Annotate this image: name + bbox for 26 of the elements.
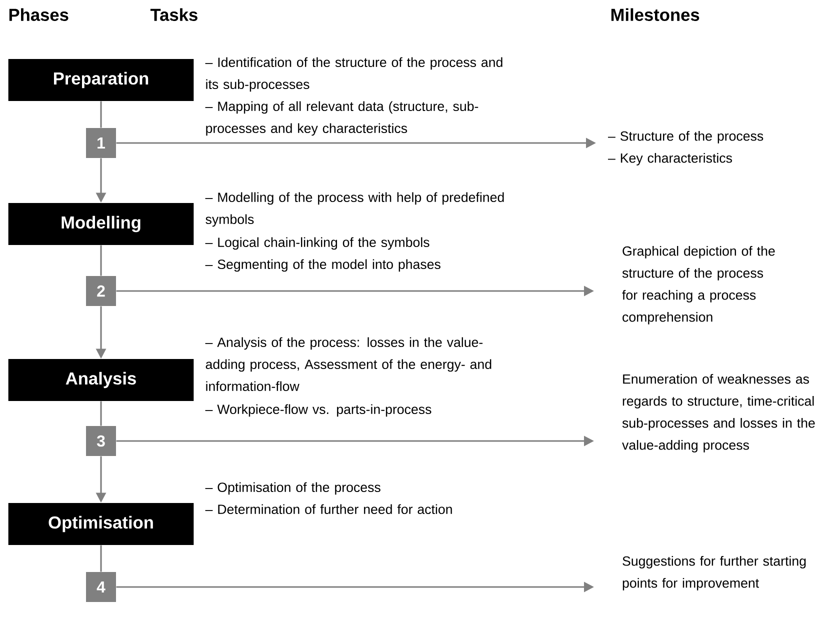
phase-box: Analysis: [8, 359, 194, 401]
milestone-text: – Structure of the process – Key characteristics: [608, 131, 764, 166]
connector-line: [100, 545, 102, 572]
phase-box: Optimisation: [8, 503, 194, 545]
task-text: – Logical chain-linking of the symbols: [205, 237, 430, 250]
connector-line: [100, 245, 102, 276]
task-text: – Segmenting of the model into phases: [205, 259, 440, 272]
milestone-text: Enumeration of weaknesses as regards to structure, time-critical sub-processes and losses in the value-adding process: [622, 374, 815, 452]
milestone-text: Graphical depiction of the structure of the process for reaching a process comprehension: [622, 246, 775, 324]
step-number-box: 3: [86, 426, 116, 456]
step-number-box: 1: [86, 128, 116, 158]
milestone-text: Suggestions for further starting points for improvement: [622, 556, 806, 590]
task-text: – Mapping of all relevant data (structure, sub-processes and key characteristics: [205, 101, 478, 136]
column-header: Milestones: [611, 8, 700, 21]
column-header: Tasks: [150, 8, 198, 21]
step-number-box: 2: [86, 276, 116, 306]
task-text: – Workpiece-flow vs. parts-in-process: [205, 404, 432, 417]
task-text: – Modelling of the process with help of predefined symbols: [205, 192, 504, 227]
connector-line: [100, 401, 102, 426]
task-text: – Optimisation of the process: [205, 482, 380, 495]
column-header: Phases: [9, 8, 68, 21]
connector-line: [100, 101, 102, 128]
phase-box: Preparation: [8, 59, 194, 101]
task-text: – Analysis of the process: losses in the value-adding process, Assessment of the energy- and information-flow: [205, 337, 492, 392]
phase-box: Modelling: [8, 203, 194, 245]
step-number-box: 4: [86, 572, 116, 602]
